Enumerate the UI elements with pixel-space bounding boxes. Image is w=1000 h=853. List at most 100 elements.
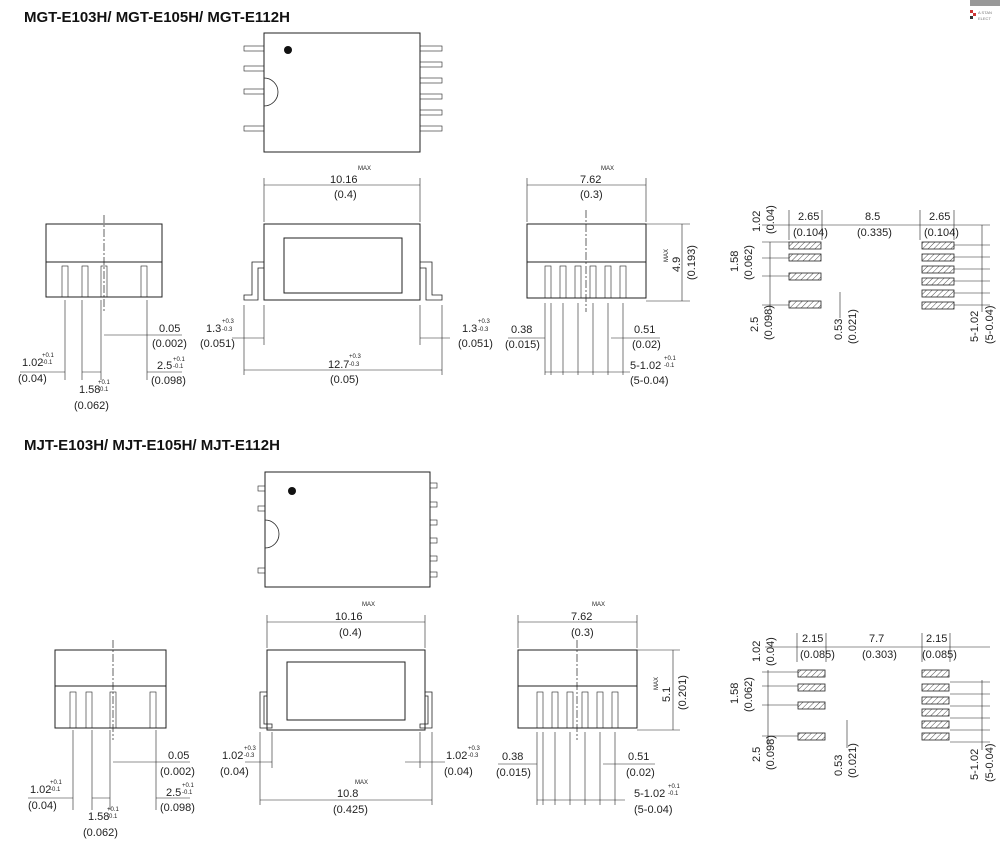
- mgt-end-mid-main: 1.58: [79, 384, 100, 396]
- mjt-end-pitch-inch: (0.098): [160, 802, 195, 814]
- mgt-land-pattern: [762, 210, 990, 318]
- mjt-fw-inch: (0.4): [339, 627, 362, 639]
- mjt-end-left-tol-up: +0.1: [50, 780, 63, 786]
- mgt-spi-inch: (5-0.04): [630, 375, 669, 387]
- mjt-end-mid-inch: (0.062): [83, 827, 118, 839]
- mjt-end-left-inch: (0.04): [28, 800, 57, 812]
- mjt-side-pin: 0.38 (0.015): [496, 751, 531, 779]
- mgt-side-pitch: 5-1.02 +0.1 -0.1 (5-0.04): [630, 356, 677, 387]
- mjt-pr-main: 1.02: [446, 750, 467, 762]
- mjt-pl-tol-dn: -0.3: [244, 753, 255, 759]
- mgt-spi-tol-dn: -0.1: [664, 363, 675, 369]
- mjt-lp-padw-inch: (0.085): [800, 649, 835, 661]
- mgt-lp-v2-inch: (0.062): [743, 245, 755, 280]
- mjt-h-sup: MAX: [654, 677, 660, 690]
- mgt-lp-v1-main: 1.02: [751, 211, 763, 232]
- mgt-lp-v3-main: 2.5: [749, 317, 761, 332]
- mgt-sg-inch: (0.02): [632, 339, 661, 351]
- mgt-lp-padw2-main: 2.65: [929, 211, 950, 223]
- section-title-mjt: MJT-E103H/ MJT-E105H/ MJT-E112H: [24, 437, 280, 454]
- mjt-top-view: [257, 471, 438, 588]
- mgt-end-view: [20, 215, 182, 380]
- mgt-lp-v3-inch: (0.098): [763, 305, 775, 340]
- mjt-spi-tol-dn: -0.1: [668, 791, 679, 797]
- mjt-sg-inch: (0.02): [626, 767, 655, 779]
- mgt-overall: 12.7 +0.3 -0.3 (0.05): [328, 354, 362, 386]
- mjt-end-a-main: 0.05: [168, 750, 189, 762]
- mjt-lp-v2-inch: (0.062): [743, 677, 755, 712]
- mjt-sw-inch: (0.3): [571, 627, 594, 639]
- mjt-fw-main: 10.16: [335, 611, 363, 623]
- mgt-pin-left: 1.3 +0.3 -0.3 (0.051): [200, 319, 235, 350]
- mjt-lp-v4-inch: (0.021): [847, 743, 859, 778]
- mgt-sw-inch: (0.3): [580, 189, 603, 201]
- mjt-end-pitch-tol-up: +0.1: [182, 783, 195, 789]
- mjt-side-gap: 0.51 (0.02): [626, 751, 655, 779]
- mjt-pr-inch: (0.04): [444, 766, 473, 778]
- mgt-land-padw: 2.65 (0.104): [793, 211, 828, 239]
- mgt-end-mid-tol-up: +0.1: [98, 380, 111, 386]
- mjt-land-vert: 1.02 (0.04) 1.58 (0.062) 2.5 (0.098) 0.5…: [729, 637, 996, 782]
- mgt-end-a-main: 0.05: [159, 323, 180, 335]
- mjt-end-view: [28, 640, 190, 810]
- mjt-end-left-tol-dn: -0.1: [50, 787, 61, 793]
- mjt-sp-inch: (0.015): [496, 767, 531, 779]
- mgt-fw-main: 10.16: [330, 174, 358, 186]
- mjt-overall: 10.8 MAX (0.425): [333, 780, 368, 816]
- mjt-land-padw2: 2.15 (0.085): [922, 633, 957, 661]
- brand-logo: A STAN ELECT: [968, 0, 1000, 24]
- mjt-fw-sup: MAX: [362, 602, 375, 608]
- mgt-side-gap: 0.51 (0.02): [632, 324, 661, 351]
- mjt-end-dim-left: 1.02 +0.1 -0.1 (0.04): [28, 780, 63, 812]
- mjt-spi-inch: (5-0.04): [634, 804, 673, 816]
- mjt-sg-main: 0.51: [628, 751, 649, 763]
- mgt-pr-inch: (0.051): [458, 338, 493, 350]
- mgt-fw-sup: MAX: [358, 166, 371, 172]
- mjt-side-width: 7.62 MAX (0.3): [571, 602, 605, 639]
- mgt-lp-v1-inch: (0.04): [765, 205, 777, 234]
- mjt-pl-inch: (0.04): [220, 766, 249, 778]
- mgt-end-left-tol-up: +0.1: [42, 353, 55, 359]
- mgt-pl-main: 1.3: [206, 323, 221, 335]
- mgt-side-width: 7.62 MAX (0.3): [580, 166, 614, 201]
- mgt-end-a-inch: (0.002): [152, 338, 187, 350]
- mjt-lp-padw2-inch: (0.085): [922, 649, 957, 661]
- mgt-pr-tol-up: +0.3: [478, 319, 491, 325]
- mgt-lp-span-main: 8.5: [865, 211, 880, 223]
- mjt-end-mid-tol-up: +0.1: [107, 807, 120, 813]
- mjt-end-left-main: 1.02: [30, 784, 51, 796]
- mgt-front-view: [232, 178, 450, 375]
- mjt-pl-main: 1.02: [222, 750, 243, 762]
- mgt-pin-right: 1.3 +0.3 -0.3 (0.051): [458, 319, 493, 350]
- mjt-lp-v5-main: 5-1.02: [969, 749, 981, 780]
- mgt-end-dim-a: 0.05 (0.002): [152, 323, 187, 350]
- mjt-lp-span-main: 7.7: [869, 633, 884, 645]
- logo-text-2: ELECT: [978, 16, 991, 21]
- mgt-lp-padw-inch: (0.104): [793, 227, 828, 239]
- mgt-ov-tol-dn: -0.3: [349, 362, 360, 368]
- mjt-lp-v1-main: 1.02: [751, 641, 763, 662]
- mjt-end-pitch-tol-dn: -0.1: [182, 790, 193, 796]
- mgt-fw-inch: (0.4): [334, 189, 357, 201]
- mjt-sw-sup: MAX: [592, 602, 605, 608]
- mjt-front-width: 10.16 MAX (0.4): [335, 602, 375, 639]
- mjt-side-view: [498, 615, 680, 805]
- mgt-lp-v4-inch: (0.021): [847, 309, 859, 344]
- mjt-end-dim-mid: 1.58 +0.1 -0.1 (0.062): [83, 807, 120, 839]
- mgt-lp-v2-main: 1.58: [729, 251, 741, 272]
- mjt-lp-v1-inch: (0.04): [765, 637, 777, 666]
- mjt-side-pitch: 5-1.02 +0.1 -0.1 (5-0.04): [634, 784, 681, 816]
- mjt-end-dim-a: 0.05 (0.002): [160, 750, 195, 778]
- mgt-end-pitch-main: 2.5: [157, 360, 172, 372]
- mjt-pl-tol-up: +0.3: [244, 746, 257, 752]
- mgt-ov-inch: (0.05): [330, 374, 359, 386]
- mgt-end-mid-tol-dn: -0.1: [98, 387, 109, 393]
- mjt-h-inch: (0.201): [677, 675, 689, 710]
- mgt-land-vert: 1.02 (0.04) 1.58 (0.062) 2.5 (0.098) 0.5…: [729, 205, 996, 344]
- mgt-pl-tol-dn: -0.3: [222, 327, 233, 333]
- mjt-end-mid-tol-dn: -0.1: [107, 814, 118, 820]
- mgt-lp-span-inch: (0.335): [857, 227, 892, 239]
- mgt-end-pitch-inch: (0.098): [151, 375, 186, 387]
- mgt-spi-main: 5-1.02: [630, 360, 661, 372]
